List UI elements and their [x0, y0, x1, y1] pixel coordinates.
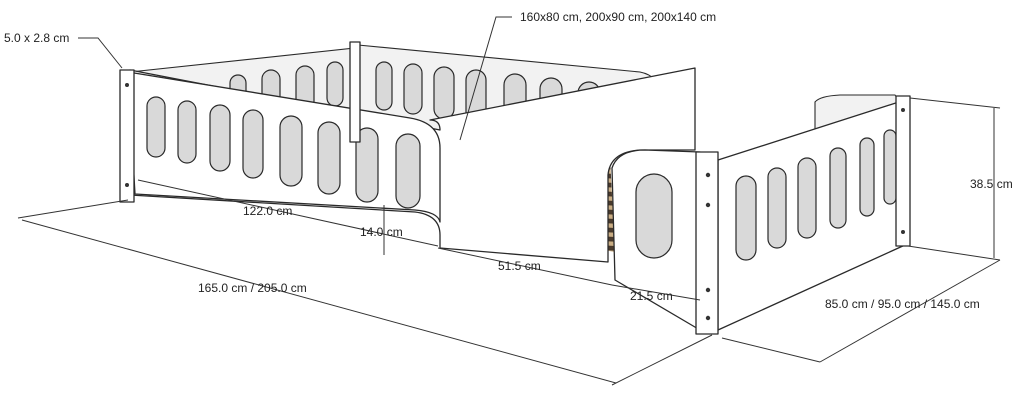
- right-front-panel: [717, 99, 906, 331]
- height-label: 38.5 cm: [970, 177, 1013, 191]
- entry-width-label: 51.5 cm: [498, 259, 541, 273]
- front-panel-holes: [146, 96, 673, 259]
- mattress-sizes-label: 160x80 cm, 200x90 cm, 200x140 cm: [520, 10, 716, 24]
- overall-length-label: 165.0 cm / 205.0 cm: [198, 281, 307, 295]
- side-rail-length-label: 122.0 cm: [243, 204, 292, 218]
- overall-width-label: 85.0 cm / 95.0 cm / 145.0 cm: [825, 297, 980, 311]
- entry-height-label: 14.0 cm: [360, 225, 403, 239]
- end-panel-width-label: 21.5 cm: [630, 289, 673, 303]
- dimension-lines: [17, 16, 1001, 386]
- post-section-label: 5.0 x 2.8 cm: [4, 31, 69, 45]
- dimension-labels: 5.0 x 2.8 cm 160x80 cm, 200x90 cm, 200x1…: [4, 10, 1013, 311]
- front-panel: [127, 67, 701, 331]
- corner-posts: [119, 41, 911, 335]
